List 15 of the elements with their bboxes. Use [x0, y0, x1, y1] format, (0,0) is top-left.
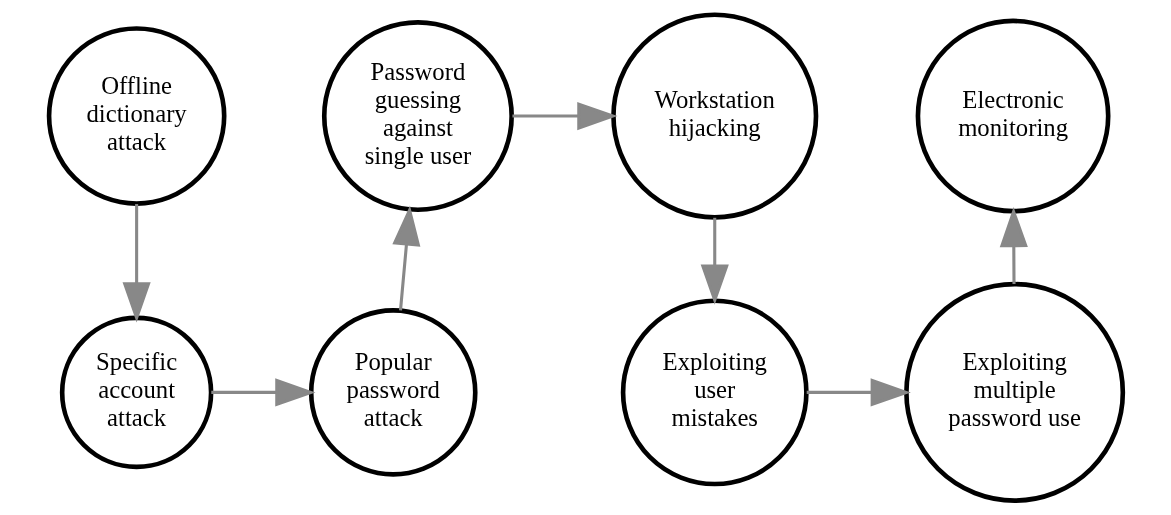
- node-circle: Workstation hijacking: [610, 12, 818, 220]
- node-circle: Exploiting user mistakes: [620, 298, 809, 487]
- arrow: [210, 378, 315, 407]
- arrow: [122, 204, 151, 323]
- arrow: [511, 101, 617, 131]
- node-circle: Popular password attack: [308, 308, 478, 477]
- arrow: [391, 205, 420, 311]
- arrow: [806, 378, 911, 407]
- node-circle: Electronic monitoring: [915, 18, 1110, 214]
- node-circle: Specific account attack: [59, 315, 213, 470]
- node-circle: Password guessing against single user: [321, 20, 514, 213]
- node-circle: Exploiting multiple password use: [903, 281, 1125, 503]
- arrow: [700, 217, 729, 305]
- node-circle: Offline dictionary attack: [46, 26, 226, 206]
- arrow: [999, 206, 1028, 284]
